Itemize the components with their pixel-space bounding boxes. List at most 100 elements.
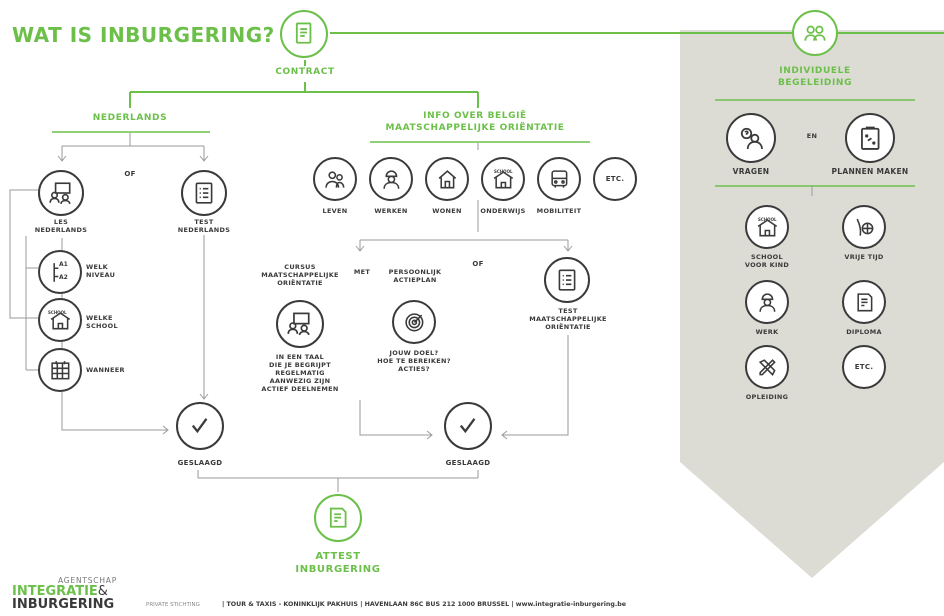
attest-line2: INBURGERING xyxy=(295,564,381,575)
actieplan-label: PERSOONLIJK ACTIEPLAN xyxy=(375,268,455,284)
topic-leven: LEVEN xyxy=(322,207,348,215)
welk-line2: NIVEAU xyxy=(86,271,116,279)
diploma-label: DIPLOMA xyxy=(846,328,882,336)
cursus-icon xyxy=(276,300,324,348)
footer-logo: INTEGRATIE& INBURGERING xyxy=(12,585,114,611)
school-icon xyxy=(38,298,82,342)
actieplan-desc-1: JOUW DOEL? xyxy=(389,349,439,357)
les-nederlands-label: LES NEDERLANDS xyxy=(26,218,96,234)
contract-icon xyxy=(280,10,328,58)
attest-label: ATTEST INBURGERING xyxy=(278,550,398,576)
test-mo-line3: ORIËNTATIE xyxy=(545,323,591,331)
attest-icon xyxy=(314,494,362,542)
logo-integratie: INTEGRATIE xyxy=(12,584,98,599)
footer-agentschap: AGENTSCHAP xyxy=(58,576,118,585)
info-of: OF xyxy=(472,260,484,268)
geslaagd-check-icon-right xyxy=(444,402,492,450)
footer-private: PRIVATE STICHTING xyxy=(146,602,200,608)
test-mo-label: TEST MAATSCHAPPELIJKE ORIËNTATIE xyxy=(522,307,614,331)
topic-werken: WERKEN xyxy=(374,207,408,215)
vrije-tijd-label: VRIJE TIJD xyxy=(844,253,884,261)
vragen-label: VRAGEN xyxy=(732,167,770,176)
test-mo-icon xyxy=(544,257,590,303)
welk-line1: WELK xyxy=(86,263,108,271)
cursus-line2: MAATSCHAPPELIJKE xyxy=(261,271,339,279)
cursus-label: CURSUS MAATSCHAPPELIJKE ORIËNTATIE xyxy=(255,263,345,287)
opleiding-icon xyxy=(745,345,789,389)
plannen-label: PLANNEN MAKEN xyxy=(831,167,909,176)
cursus-desc-5: ACTIEF DEELNEMEN xyxy=(261,385,339,393)
svk-line1: SCHOOL xyxy=(751,253,783,261)
svk-line2: VOOR KIND xyxy=(744,261,790,269)
etc-label: ETC. xyxy=(605,175,625,183)
welke-line2: SCHOOL xyxy=(86,322,118,330)
cursus-desc-3: REGELMATIG xyxy=(275,369,325,377)
vrije-tijd-icon xyxy=(842,205,886,249)
level-a1: A1 xyxy=(59,261,68,268)
welk-niveau-label: WELK NIVEAU xyxy=(86,263,136,279)
info-line2: MAATSCHAPPELIJKE ORIËNTATIE xyxy=(385,123,565,133)
contract-label: CONTRACT xyxy=(275,67,335,77)
logo-inburgering: INBURGERING xyxy=(12,597,115,612)
en-label: EN xyxy=(806,132,818,140)
test-nederlands-icon xyxy=(181,170,227,216)
cursus-desc-2: DIE JE BEGRIJPT xyxy=(269,361,331,369)
school-voor-kind-icon xyxy=(745,205,789,249)
geslaagd-check-icon-left xyxy=(176,402,224,450)
info-heading: INFO OVER BELGIË MAATSCHAPPELIJKE ORIËNT… xyxy=(350,110,600,134)
niveau-icon xyxy=(38,250,82,294)
geslaagd-right: GESLAAGD xyxy=(445,459,491,467)
werken-icon xyxy=(369,157,413,201)
welke-school-label: WELKE SCHOOL xyxy=(86,314,136,330)
test-nederlands-label: TEST NEDERLANDS xyxy=(169,218,239,234)
logo-amp: & xyxy=(97,584,108,599)
individuele-line1: INDIVIDUELE xyxy=(779,66,851,76)
leven-icon xyxy=(313,157,357,201)
les-line2: NEDERLANDS xyxy=(34,226,88,234)
topic-mobiliteit: MOBILITEIT xyxy=(536,207,582,215)
actieplan-line1: PERSOONLIJK xyxy=(388,268,442,276)
test-mo-line1: TEST xyxy=(558,307,578,315)
attest-line1: ATTEST xyxy=(315,551,361,562)
cursus-desc-4: AANWEZIG ZIJN xyxy=(269,377,331,385)
geslaagd-left: GESLAAGD xyxy=(177,459,223,467)
les-nederlands-icon xyxy=(38,170,84,216)
test-nl-line2: NEDERLANDS xyxy=(177,226,231,234)
topic-wonen: WONEN xyxy=(432,207,462,215)
cursus-line1: CURSUS xyxy=(284,263,316,271)
onderwijs-school-sign: SCHOOL xyxy=(494,169,513,174)
werk-label: WERK xyxy=(755,328,779,336)
level-a2: A2 xyxy=(59,274,68,281)
begeleiding-school-sign: SCHOOL xyxy=(758,217,777,222)
etc-circle: ETC. xyxy=(593,157,637,201)
les-line1: LES xyxy=(53,218,69,226)
actieplan-desc-3: ACTIES? xyxy=(398,365,430,373)
nederlands-heading: NEDERLANDS xyxy=(92,113,168,123)
actieplan-description: JOUW DOEL? HOE TE BEREIKEN? ACTIES? xyxy=(372,349,456,373)
opleiding-label: OPLEIDING xyxy=(745,393,789,401)
people-icon xyxy=(792,10,838,56)
page-title: WAT IS INBURGERING? xyxy=(12,23,275,47)
werk-icon xyxy=(745,280,789,324)
wanneer-label: WANNEER xyxy=(86,366,125,374)
individuele-line2: BEGELEIDING xyxy=(777,78,853,88)
info-line1: INFO OVER BELGIË xyxy=(423,111,527,121)
individuele-begeleiding-label: INDIVIDUELE BEGELEIDING xyxy=(755,65,875,89)
actieplan-line2: ACTIEPLAN xyxy=(393,276,437,284)
nederlands-of: OF xyxy=(124,170,136,178)
test-nl-line1: TEST xyxy=(194,218,214,226)
cursus-desc-1: IN EEN TAAL xyxy=(275,353,325,361)
footer-address: | TOUR & TAXIS - KONINKLIJK PAKHUIS | HA… xyxy=(222,601,627,608)
vragen-icon xyxy=(726,113,776,163)
diploma-icon xyxy=(842,280,886,324)
school-voor-kind-label: SCHOOL VOOR KIND xyxy=(732,253,802,269)
school-sign: SCHOOL xyxy=(48,310,67,315)
target-icon xyxy=(392,300,436,344)
wonen-icon xyxy=(425,157,469,201)
cursus-line3: ORIËNTATIE xyxy=(277,279,323,287)
test-mo-line2: MAATSCHAPPELIJKE xyxy=(529,315,607,323)
welke-line1: WELKE xyxy=(86,314,113,322)
begeleiding-etc-label: ETC. xyxy=(854,363,874,371)
topic-onderwijs: ONDERWIJS xyxy=(480,207,526,215)
